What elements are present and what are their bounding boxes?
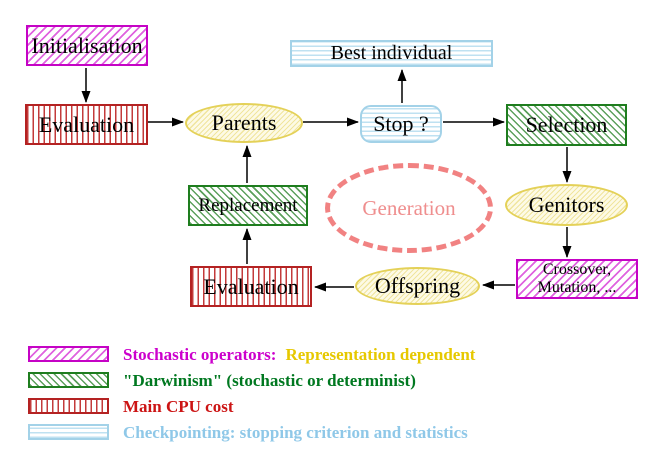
- node-genitors: Genitors: [505, 184, 628, 226]
- node-parents: Parents: [185, 103, 303, 143]
- node-replacement: Replacement: [188, 185, 308, 226]
- node-best-individual: Best individual: [290, 40, 493, 67]
- legend-swatch-stochastic-operators: [28, 346, 109, 362]
- legend-label-representation-dependent: Representation dependent: [285, 345, 476, 364]
- node-offspring: Offspring: [355, 267, 480, 305]
- legend-swatch-checkpointing: [28, 424, 109, 440]
- legend-label-stochastic-operators: Stochastic operators: Representation depe…: [123, 345, 475, 365]
- legend-label-stochastic-operators-primary: Stochastic operators:: [123, 345, 277, 364]
- legend-label-checkpointing: Checkpointing: stopping criterion and st…: [123, 423, 468, 442]
- node-crossover-mutation: Crossover, Mutation, ...: [516, 259, 638, 299]
- node-stop: Stop ?: [360, 105, 442, 143]
- generation-loop-ellipse: Generation: [325, 163, 493, 253]
- node-initialisation: Initialisation: [26, 25, 148, 66]
- legend-swatch-darwinism: [28, 372, 109, 388]
- crossover-label-line1: Crossover,: [542, 260, 612, 278]
- node-evaluation-top: Evaluation: [25, 104, 148, 145]
- legend-swatch-main-cpu-cost: [28, 398, 109, 414]
- node-selection: Selection: [506, 104, 627, 146]
- node-evaluation-bottom: Evaluation: [190, 266, 312, 307]
- legend-label-main-cpu-cost: Main CPU cost: [123, 397, 234, 416]
- legend-label-darwinism: "Darwinism" (stochastic or determinist): [123, 371, 416, 390]
- crossover-label-line2: Mutation, ...: [537, 279, 617, 296]
